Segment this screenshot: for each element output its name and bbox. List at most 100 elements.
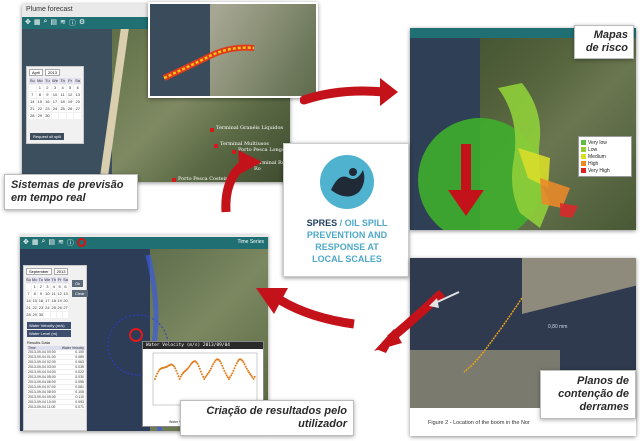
calendar-day[interactable]: 10 bbox=[51, 92, 59, 98]
calendar-day[interactable]: 17 bbox=[51, 99, 59, 105]
calendar-day[interactable]: 18 bbox=[51, 298, 57, 304]
calendar-day[interactable] bbox=[51, 312, 57, 318]
grid-icon[interactable]: ▦ bbox=[33, 19, 41, 26]
wifi-icon[interactable]: ≋ bbox=[60, 19, 66, 26]
calendar-day[interactable] bbox=[44, 312, 51, 318]
calendar-day[interactable]: 29 bbox=[36, 113, 44, 119]
variable-select-1[interactable]: Water Velocity (m/s) bbox=[27, 322, 71, 329]
calendar-day[interactable]: 20 bbox=[74, 99, 81, 105]
calendar-day[interactable]: 13 bbox=[74, 92, 81, 98]
ok-button[interactable]: Ok bbox=[72, 280, 84, 287]
calendar-day[interactable]: 8 bbox=[31, 291, 38, 297]
calendar-day[interactable]: 7 bbox=[26, 291, 31, 297]
calendar-day[interactable]: 16 bbox=[38, 298, 44, 304]
calendar-day[interactable]: 6 bbox=[63, 284, 68, 290]
calendar-day[interactable]: 15 bbox=[36, 99, 44, 105]
calendar-day[interactable]: 2 bbox=[38, 284, 44, 290]
calendar-day[interactable]: 20 bbox=[63, 298, 68, 304]
calendar-day[interactable] bbox=[74, 113, 81, 119]
calendar-day[interactable]: 4 bbox=[59, 85, 66, 91]
calendar-day[interactable]: 19 bbox=[66, 99, 74, 105]
calendar-day[interactable]: 11 bbox=[51, 291, 57, 297]
calendar-day[interactable]: 26 bbox=[66, 106, 74, 112]
calendar-day[interactable] bbox=[51, 113, 59, 119]
calendar-day[interactable]: 11 bbox=[59, 92, 66, 98]
calendar-day[interactable]: 14 bbox=[29, 99, 36, 105]
calendar-day[interactable]: 26 bbox=[57, 305, 63, 311]
calendar-day[interactable]: 29 bbox=[31, 312, 38, 318]
calendar-day[interactable] bbox=[63, 312, 68, 318]
layers-icon[interactable]: ▤ bbox=[50, 19, 58, 26]
calendar-day[interactable]: 10 bbox=[44, 291, 51, 297]
calendar-day[interactable] bbox=[26, 284, 31, 290]
calendar-day[interactable]: 3 bbox=[44, 284, 51, 290]
info-icon[interactable]: ⓘ bbox=[68, 20, 76, 27]
calendar-day[interactable]: 2 bbox=[44, 85, 51, 91]
calendar-day[interactable]: 30 bbox=[38, 312, 44, 318]
calendar-day[interactable]: 30 bbox=[44, 113, 51, 119]
marker-5[interactable] bbox=[172, 178, 176, 182]
calendar-day[interactable]: 25 bbox=[51, 305, 57, 311]
calendar-day[interactable]: 28 bbox=[26, 312, 31, 318]
calendar-day[interactable]: 15 bbox=[31, 298, 38, 304]
calendar-day[interactable]: 23 bbox=[44, 106, 51, 112]
calendar-day[interactable] bbox=[29, 85, 36, 91]
calendar-day[interactable]: 12 bbox=[57, 291, 63, 297]
search-icon[interactable]: ⌕ bbox=[43, 18, 48, 25]
calendar-day[interactable]: 1 bbox=[36, 85, 44, 91]
calendar-day[interactable]: 9 bbox=[38, 291, 44, 297]
wifi-icon-2[interactable]: ≋ bbox=[58, 239, 64, 246]
variable-select-2[interactable]: Water Level (m) bbox=[27, 330, 71, 337]
ts-month-select[interactable]: September bbox=[26, 268, 52, 275]
calendar-day[interactable]: 22 bbox=[31, 305, 38, 311]
calendar-day[interactable]: 8 bbox=[36, 92, 44, 98]
calendar-day[interactable]: 5 bbox=[57, 284, 63, 290]
calendar-day[interactable]: 17 bbox=[44, 298, 51, 304]
calendar-day[interactable]: 24 bbox=[44, 305, 51, 311]
calendar-day[interactable] bbox=[57, 312, 63, 318]
calendar-day[interactable]: 27 bbox=[74, 106, 81, 112]
calendar-day[interactable]: 1 bbox=[31, 284, 38, 290]
calendar-day[interactable]: 27 bbox=[63, 305, 68, 311]
request-button[interactable]: Request oil spill bbox=[30, 133, 65, 140]
calendar-day[interactable]: 19 bbox=[57, 298, 63, 304]
calendar-day[interactable]: 12 bbox=[66, 92, 74, 98]
calendar-day[interactable]: 21 bbox=[26, 305, 31, 311]
marker-2[interactable] bbox=[214, 144, 218, 148]
expand-icon-2[interactable]: ✥ bbox=[23, 239, 29, 246]
calendar-day[interactable]: 16 bbox=[44, 99, 51, 105]
calendar-day[interactable]: 7 bbox=[29, 92, 36, 98]
calendar-day[interactable]: 21 bbox=[29, 106, 36, 112]
calendar-day[interactable]: 23 bbox=[38, 305, 44, 311]
marker-1[interactable] bbox=[210, 128, 214, 132]
calendar-day[interactable]: 25 bbox=[59, 106, 66, 112]
chart-tool-icon[interactable] bbox=[76, 238, 86, 247]
ts-year-select[interactable]: 2013 bbox=[53, 268, 69, 275]
layers-icon-2[interactable]: ▤ bbox=[48, 239, 56, 246]
info-icon-2[interactable]: ⓘ bbox=[66, 240, 74, 247]
calendar-day[interactable]: 13 bbox=[63, 291, 68, 297]
month-select[interactable]: April bbox=[29, 69, 44, 76]
grid-icon-2[interactable]: ▦ bbox=[31, 239, 39, 246]
expand-icon[interactable]: ✥ bbox=[25, 19, 31, 26]
calendar-day[interactable]: 14 bbox=[26, 298, 31, 304]
calendar-day[interactable]: 5 bbox=[66, 85, 74, 91]
calendar-day[interactable]: 28 bbox=[29, 113, 36, 119]
calendar-day[interactable]: 22 bbox=[36, 106, 44, 112]
calendar-day[interactable] bbox=[66, 113, 74, 119]
calendar-day[interactable]: 9 bbox=[44, 92, 51, 98]
clear-button[interactable]: Clear bbox=[72, 290, 88, 297]
calendar-day[interactable]: 3 bbox=[51, 85, 59, 91]
calendar-day[interactable]: 4 bbox=[51, 284, 57, 290]
